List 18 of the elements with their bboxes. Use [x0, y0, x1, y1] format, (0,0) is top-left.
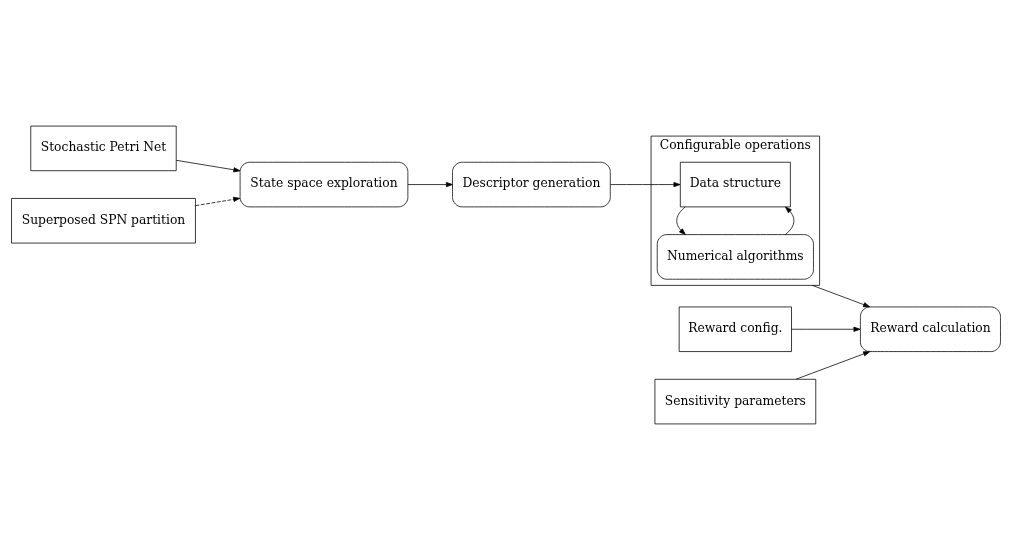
arrow: [195, 196, 241, 207]
node-box: Data structure: [679, 161, 791, 208]
arrow: [791, 326, 861, 332]
arrow: [795, 351, 871, 380]
arrow: [175, 159, 241, 173]
node-box: Reward calculation: [860, 306, 1001, 352]
node-box: Superposed SPN partition: [11, 198, 196, 244]
node-box: Stochastic Petri Net: [30, 125, 177, 172]
node-box: Descriptor generation: [452, 161, 611, 208]
arrow: [610, 182, 681, 188]
arrow: [676, 206, 686, 235]
node-box: Reward config.: [678, 306, 792, 352]
node-box: State space exploration: [239, 161, 409, 208]
arrow: [784, 206, 795, 235]
arrow: [811, 285, 871, 308]
node-box: Numerical algorithms: [656, 234, 814, 280]
node-box: Sensitivity parameters: [654, 378, 817, 425]
arrow: [407, 182, 453, 188]
